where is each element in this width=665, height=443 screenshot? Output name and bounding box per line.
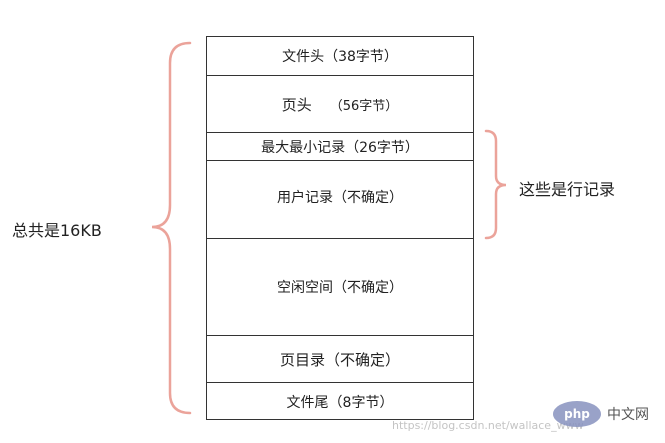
segment-free-space: 空闲空间（不确定） [207,239,473,336]
segment-file-trailer: 文件尾（8字节） [207,383,473,420]
segment-label: 用户记录（不确定） [277,190,403,206]
php-logo: php [553,401,601,427]
segment-label: 文件尾（8字节） [286,394,394,411]
left-brace [151,41,192,415]
segment-label: 空闲空间（不确定） [277,280,403,296]
row-records-label: 这些是行记录 [519,180,616,199]
segment-page-header: 页头 （56字节） [207,76,473,133]
segment-label: 页目录（不确定） [279,350,400,369]
total-size-label: 总共是16KB [12,221,102,240]
segment-infimum-supremum: 最大最小记录（26字节） [207,133,473,161]
segment-label: 页头 [281,95,312,114]
segment-page-directory: 页目录（不确定） [207,336,473,383]
segment-file-header: 文件头（38字节） [207,37,473,76]
segment-user-records: 用户记录（不确定） [207,161,473,239]
php-site-label: 中文网 [607,407,649,423]
page-structure-diagram: 文件头（38字节） 页头 （56字节） 最大最小记录（26字节） 用户记录（不确… [206,36,474,420]
right-brace [484,129,507,240]
watermark-url: https://blog.csdn.net/wallace_www [392,419,584,432]
segment-note: （56字节） [329,98,399,114]
segment-label: 文件头（38字节） [282,49,398,65]
segment-label: 最大最小记录（26字节） [261,139,419,156]
